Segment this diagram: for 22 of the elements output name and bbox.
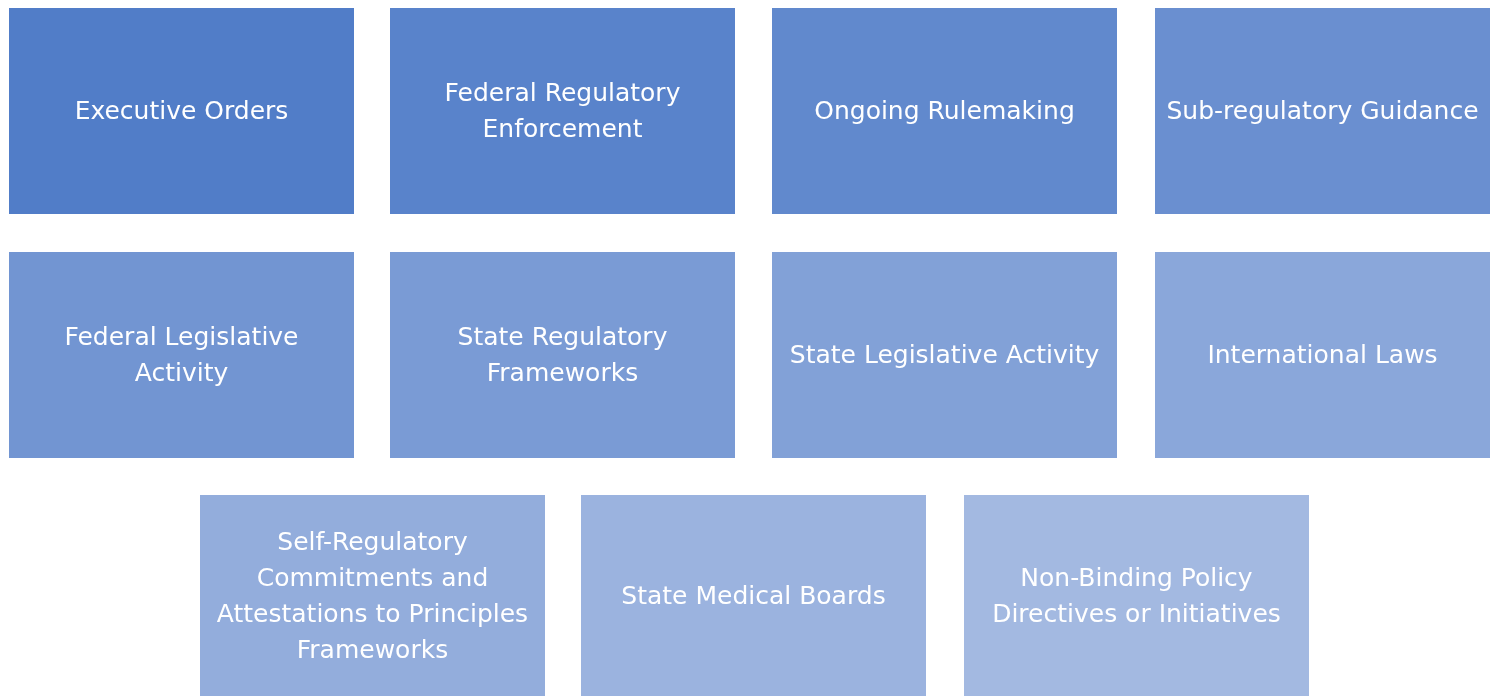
category-box [1155, 8, 1490, 214]
category-box [772, 252, 1117, 458]
category-box [581, 495, 926, 696]
category-box [390, 252, 735, 458]
category-box [200, 495, 545, 696]
box-label: International Laws [1207, 339, 1438, 371]
box-label: Self-Regulatory Commitments and Attestations to Principles Frameworks [215, 525, 530, 666]
category-box [9, 252, 354, 458]
box-label: Federal Regulatory Enforcement [443, 77, 682, 145]
box-label: Sub-regulatory Guidance [1166, 95, 1479, 127]
box-label: State Medical Boards [621, 579, 886, 612]
box-label: Executive Orders [74, 95, 289, 127]
category-box [964, 495, 1309, 696]
box-label: Non-Binding Policy Directives or Initiatives [991, 561, 1282, 630]
box-label: Federal Legislative Activity [63, 321, 300, 389]
category-box [1155, 252, 1490, 458]
category-box [772, 8, 1117, 214]
category-box [390, 8, 735, 214]
box-label: State Legislative Activity [789, 339, 1100, 371]
box-label: Ongoing Rulemaking [814, 95, 1075, 127]
box-label: State Regulatory Frameworks [456, 321, 669, 389]
category-box [9, 8, 354, 214]
